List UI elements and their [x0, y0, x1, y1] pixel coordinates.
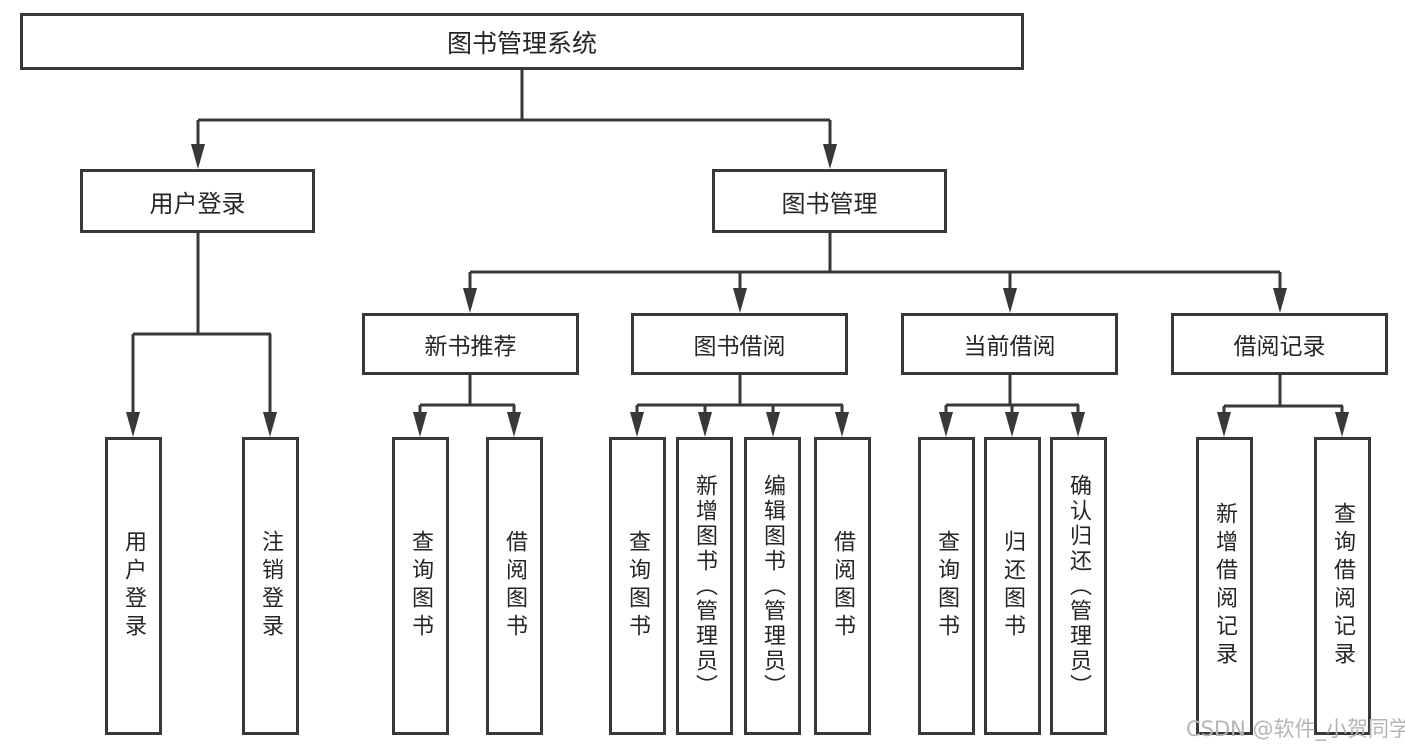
node-borrow-records-label: 借阅记录	[1233, 334, 1326, 360]
node-system-root: 图书管理系统	[20, 13, 1024, 70]
leaf-cb-confirm-return-admin: 确认归还（管理员）	[1050, 437, 1107, 735]
leaf-cb-query-books: 查询图书	[918, 437, 975, 735]
leaf-bb-query-books-label: 查询图书	[625, 530, 650, 642]
node-book-mgmt-label: 图书管理	[781, 189, 878, 218]
connectors-root-to-level2	[191, 70, 837, 169]
leaf-cb-query-books-label: 查询图书	[934, 530, 959, 642]
node-user-login-label: 用户登录	[149, 189, 246, 218]
connectors-borrow-records	[1217, 375, 1349, 437]
node-new-book-rec-label: 新书推荐	[424, 334, 517, 360]
node-system-root-label: 图书管理系统	[446, 28, 597, 58]
leaf-rec-query-books: 查询图书	[392, 437, 449, 735]
node-book-mgmt: 图书管理	[712, 169, 947, 233]
leaf-bb-query-books: 查询图书	[609, 437, 666, 735]
leaf-rec-query-books-label: 查询图书	[408, 530, 433, 642]
leaf-rec-borrow-books-label: 借阅图书	[502, 530, 527, 642]
connectors-current-borrow	[939, 375, 1085, 437]
leaf-br-query-record: 查询借阅记录	[1314, 437, 1371, 735]
leaf-cb-return-books-label: 归还图书	[1000, 530, 1025, 642]
connectors-book-borrow	[630, 375, 849, 437]
leaf-bb-borrow-books-label: 借阅图书	[830, 530, 855, 642]
leaf-user-login-label: 用户登录	[121, 530, 146, 642]
node-book-borrow: 图书借阅	[631, 313, 848, 375]
leaf-bb-add-books-admin: 新增图书（管理员）	[676, 437, 733, 735]
leaf-br-add-record-label: 新增借阅记录	[1212, 502, 1237, 670]
leaf-br-add-record: 新增借阅记录	[1196, 437, 1253, 735]
node-current-borrow: 当前借阅	[901, 313, 1118, 375]
csdn-watermark: CSDN @软件_小贺同学	[1186, 717, 1405, 741]
node-book-borrow-label: 图书借阅	[693, 334, 786, 360]
leaf-rec-borrow-books: 借阅图书	[486, 437, 543, 735]
node-user-login: 用户登录	[80, 169, 315, 233]
leaf-bb-edit-books-admin-label: 编辑图书（管理员）	[760, 473, 785, 699]
node-new-book-rec: 新书推荐	[362, 313, 579, 375]
leaf-user-login: 用户登录	[105, 437, 162, 735]
leaf-bb-add-books-admin-label: 新增图书（管理员）	[692, 473, 717, 699]
leaf-logout: 注销登录	[242, 437, 299, 735]
node-current-borrow-label: 当前借阅	[963, 334, 1056, 360]
leaf-cb-return-books: 归还图书	[984, 437, 1041, 735]
leaf-bb-edit-books-admin: 编辑图书（管理员）	[744, 437, 801, 735]
connectors-user-login	[126, 233, 277, 437]
leaf-br-query-record-label: 查询借阅记录	[1330, 502, 1355, 670]
leaf-cb-confirm-return-admin-label: 确认归还（管理员）	[1066, 473, 1091, 699]
node-borrow-records: 借阅记录	[1171, 313, 1388, 375]
leaf-bb-borrow-books: 借阅图书	[814, 437, 871, 735]
leaf-logout-label: 注销登录	[258, 530, 283, 642]
connectors-book-mgmt	[463, 233, 1287, 313]
connectors-new-book-rec	[413, 375, 521, 437]
